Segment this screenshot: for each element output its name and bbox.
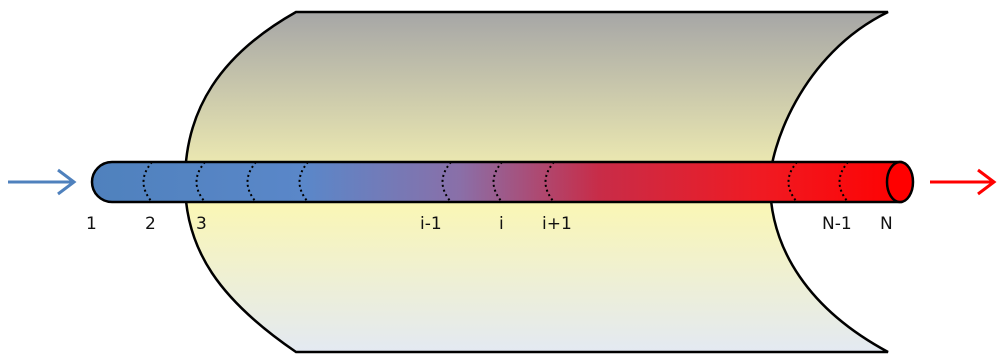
label-node-1: 1: [86, 214, 97, 234]
label-node-i-plus-1: i+1: [542, 214, 572, 234]
label-node-N: N: [880, 214, 893, 234]
outlet-arrow: [930, 168, 997, 196]
label-node-i: i: [499, 214, 504, 234]
tube: [90, 160, 915, 204]
node-labels: 1 2 3 i-1 i i+1 N-1 N: [86, 214, 893, 234]
label-node-i-minus-1: i-1: [420, 214, 442, 234]
tube-outlet-end: [885, 160, 915, 204]
inlet-arrow: [8, 168, 77, 196]
label-node-N-minus-1: N-1: [822, 214, 852, 234]
label-node-2: 2: [145, 214, 156, 234]
label-node-3: 3: [196, 214, 207, 234]
segment-dividers: [142, 161, 849, 203]
